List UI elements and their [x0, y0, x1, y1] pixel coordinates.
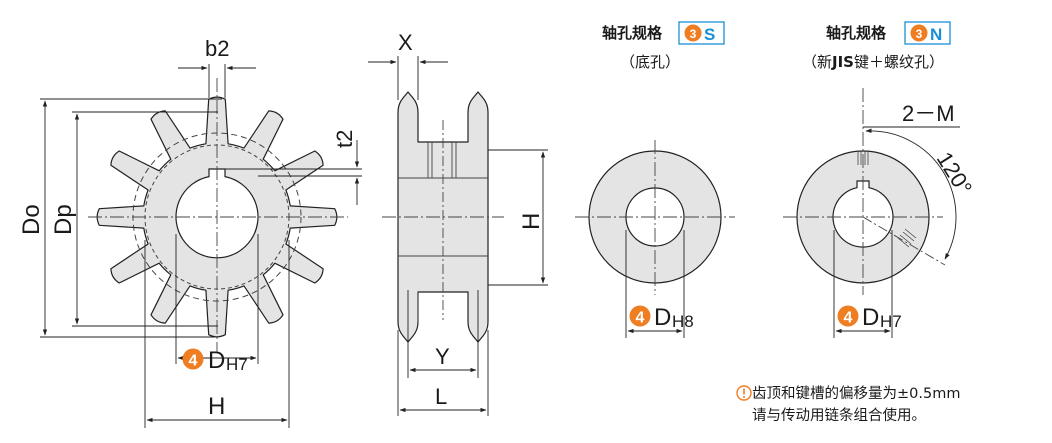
svg-text:S: S: [704, 25, 715, 44]
svg-text:（新JIS键＋螺纹孔）: （新JIS键＋螺纹孔）: [802, 53, 944, 71]
sprocket-side-view: [382, 91, 504, 343]
type-n-bore-label: 4 D H7: [837, 304, 902, 331]
note-line-1: 齿顶和键槽的偏移量为±0.5mm: [752, 385, 960, 402]
type-s-view: [575, 140, 735, 295]
svg-text:4: 4: [636, 310, 645, 327]
label-x: X: [398, 30, 413, 55]
label-2m: 2－M: [902, 101, 955, 126]
front-bore-label: 4 D H7: [182, 347, 248, 374]
front-dimensions: [40, 64, 362, 428]
svg-text:4: 4: [189, 353, 198, 370]
type-s-bore-label: 4 D H8: [629, 304, 694, 331]
label-l: L: [435, 384, 447, 409]
svg-text:3: 3: [916, 27, 923, 41]
circled-3-icon: [684, 24, 702, 42]
svg-text:H8: H8: [672, 312, 694, 331]
svg-text:D: D: [208, 347, 225, 374]
svg-text:3: 3: [690, 27, 697, 41]
label-120: 120°: [932, 147, 977, 199]
svg-text:4: 4: [844, 310, 853, 327]
exclamation-circle-icon: [736, 385, 752, 401]
type-n-dimensions: [833, 230, 893, 338]
type-n-header: 轴孔规格 3 N （新JIS键＋螺纹孔）: [802, 21, 951, 71]
angle-arc: [865, 128, 957, 260]
svg-text:D: D: [654, 304, 671, 331]
type-s-header: 轴孔规格 3 S （底孔）: [602, 21, 725, 71]
circled-4-icon: [629, 305, 651, 327]
label-b2: b2: [205, 36, 229, 61]
circled-3-icon: [910, 24, 928, 42]
side-dimensions: [368, 56, 548, 416]
svg-text:N: N: [930, 25, 942, 44]
circled-4-icon: [182, 348, 204, 370]
svg-text:（底孔）: （底孔）: [620, 53, 680, 71]
notes: 齿顶和键槽的偏移量为±0.5mm 请与传动用链条组合使用。: [736, 385, 960, 424]
sprocket-front-view: [88, 78, 348, 352]
svg-text:H7: H7: [880, 312, 902, 331]
svg-text:D: D: [862, 304, 879, 331]
label-do: Do: [18, 204, 45, 235]
note-line-2: 请与传动用链条组合使用。: [752, 407, 926, 424]
type-s-dimensions: [625, 230, 685, 338]
label-y: Y: [435, 344, 450, 369]
label-h-front: H: [208, 393, 225, 420]
label-h-side: H: [518, 213, 545, 230]
circled-4-icon: [837, 305, 859, 327]
label-t2: t2: [332, 130, 357, 148]
label-dp: Dp: [50, 204, 77, 235]
svg-text:轴孔规格: 轴孔规格: [826, 24, 887, 42]
svg-text:H7: H7: [226, 355, 248, 374]
svg-text:轴孔规格: 轴孔规格: [602, 24, 663, 42]
